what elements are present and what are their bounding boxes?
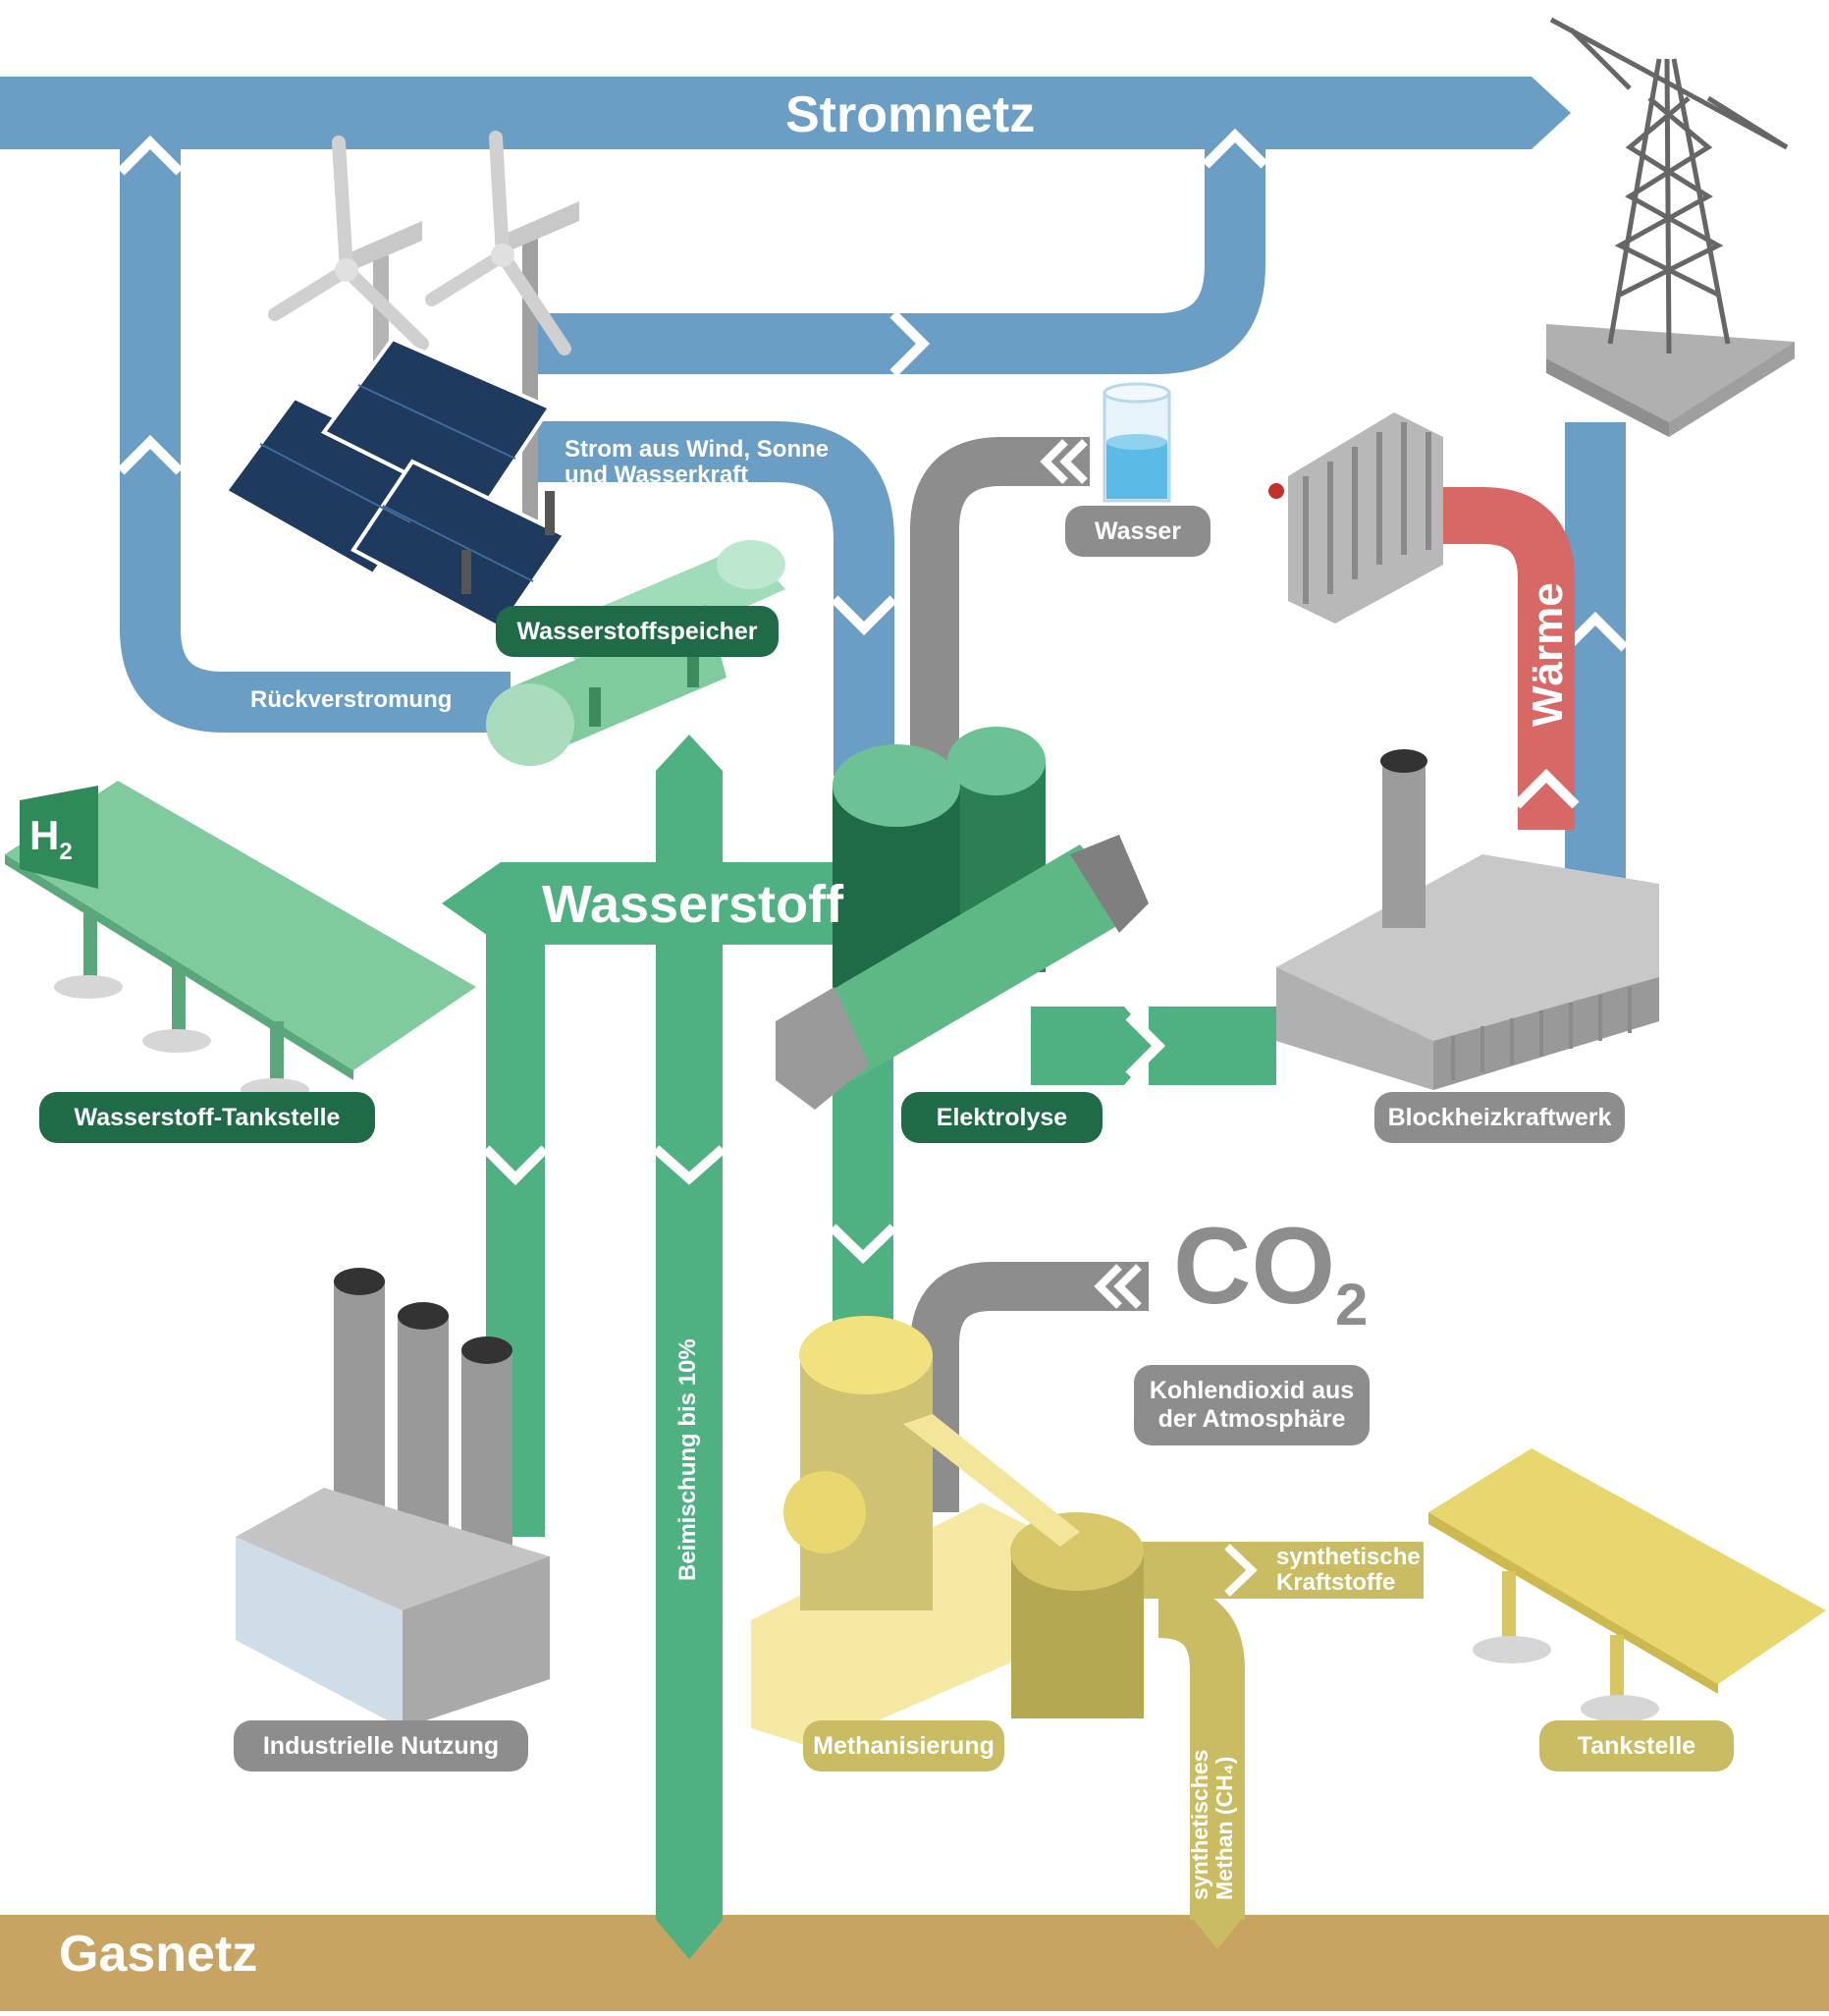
solar-panels bbox=[223, 336, 567, 631]
co2-subscript: 2 bbox=[1335, 1272, 1369, 1337]
chp-plant-label: Blockheizkraftwerk bbox=[1374, 1092, 1625, 1143]
co2-text: CO bbox=[1173, 1206, 1335, 1327]
electrolysis-unit bbox=[776, 727, 1149, 1110]
hydrogen-storage-label: Wasserstoffspeicher bbox=[496, 606, 779, 657]
gas-grid-bar bbox=[0, 1915, 1829, 2011]
hydrogen-blending bbox=[656, 735, 723, 1959]
power-grid-title: Stromnetz bbox=[785, 86, 1036, 143]
reconversion-flow bbox=[120, 137, 511, 733]
industrial-use-label: Industrielle Nutzung bbox=[234, 1720, 528, 1771]
gray-chevrons bbox=[1040, 439, 1142, 1309]
hydrogen-station bbox=[5, 781, 476, 1102]
h2-sign: H2 bbox=[29, 815, 73, 864]
fuel-station-label: Tankstelle bbox=[1539, 1720, 1734, 1771]
water-flow bbox=[910, 437, 1090, 761]
methanation-plant bbox=[751, 1316, 1144, 1748]
reconversion-label: Rückverstromung bbox=[250, 686, 453, 713]
power-grid-bar bbox=[0, 77, 1571, 149]
water-glass-icon bbox=[1103, 382, 1171, 503]
hydrogen-chevrons bbox=[482, 1012, 1166, 1264]
co2-source-label: Kohlendioxid aus der Atmosphäre bbox=[1134, 1365, 1370, 1445]
wind-turbines bbox=[268, 131, 579, 520]
synthetic-fuels-label: synthetische Kraftstoffe bbox=[1276, 1544, 1421, 1597]
co2-symbol: CO2 bbox=[1173, 1213, 1368, 1335]
water-label: Wasser bbox=[1065, 506, 1210, 557]
chp-plant bbox=[1276, 749, 1659, 1090]
h2-text: H bbox=[29, 812, 60, 858]
blending-label: Beimischung bis 10% bbox=[674, 1338, 701, 1581]
hydrogen-station-label: Wasserstoff-Tankstelle bbox=[39, 1092, 375, 1143]
gray-flows bbox=[910, 437, 1149, 1512]
synthetic-methane-label: synthetisches Methan (CH₄) bbox=[1187, 1749, 1238, 1900]
power-chevrons bbox=[117, 128, 1629, 652]
pylon-icon bbox=[1546, 17, 1795, 437]
heat-flow bbox=[1443, 487, 1575, 830]
methane-flows bbox=[1129, 1542, 1424, 1949]
h2-subscript: 2 bbox=[59, 839, 73, 865]
industry-factory bbox=[236, 1268, 550, 1728]
heat-label: Wärme bbox=[1524, 582, 1572, 727]
renewable-power-label: Strom aus Wind, Sonne und Wasserkraft bbox=[565, 436, 830, 489]
renewable-to-electrolysis-flow bbox=[525, 421, 894, 776]
electrolysis-label: Elektrolyse bbox=[901, 1092, 1103, 1143]
hydrogen-title: Wasserstoff bbox=[542, 875, 844, 934]
hydrogen-to-chp bbox=[1149, 1007, 1276, 1085]
methanation-label: Methanisierung bbox=[803, 1720, 1004, 1771]
co2-flow bbox=[910, 1262, 1149, 1512]
radiator-icon bbox=[1268, 412, 1443, 624]
fuel-station bbox=[1428, 1448, 1826, 1722]
renewable-to-grid-flow bbox=[525, 137, 1265, 374]
heat-chevron bbox=[1513, 768, 1580, 809]
gas-grid-title: Gasnetz bbox=[59, 1926, 258, 1983]
hydrogen-to-chp-arrow bbox=[1031, 1007, 1158, 1085]
